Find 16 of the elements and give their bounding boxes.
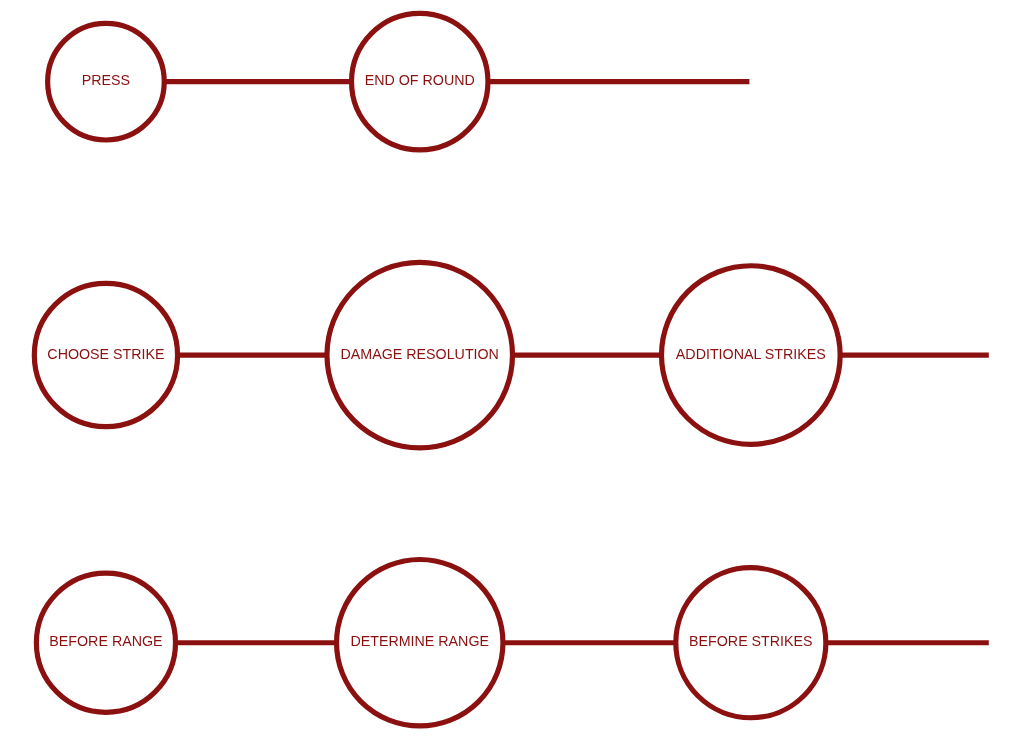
connector xyxy=(826,640,989,646)
node-circle: BEFORE RANGE xyxy=(33,570,179,715)
connector xyxy=(177,352,327,358)
node-circle: DETERMINE RANGE xyxy=(333,556,506,729)
node-circle: BEFORE STRIKES xyxy=(673,565,829,721)
node-circle: ADDITIONAL STRIKES xyxy=(658,263,843,447)
node-circle: PRESS xyxy=(45,20,167,143)
connector xyxy=(839,352,989,358)
connector xyxy=(503,640,676,646)
node-circle: DAMAGE RESOLUTION xyxy=(324,259,516,451)
connector xyxy=(175,640,337,646)
connector xyxy=(164,79,351,85)
connector xyxy=(488,79,750,85)
node-circle: CHOOSE STRIKE xyxy=(31,280,181,430)
connector xyxy=(513,352,662,358)
node-circle: END OF ROUND xyxy=(348,10,491,153)
